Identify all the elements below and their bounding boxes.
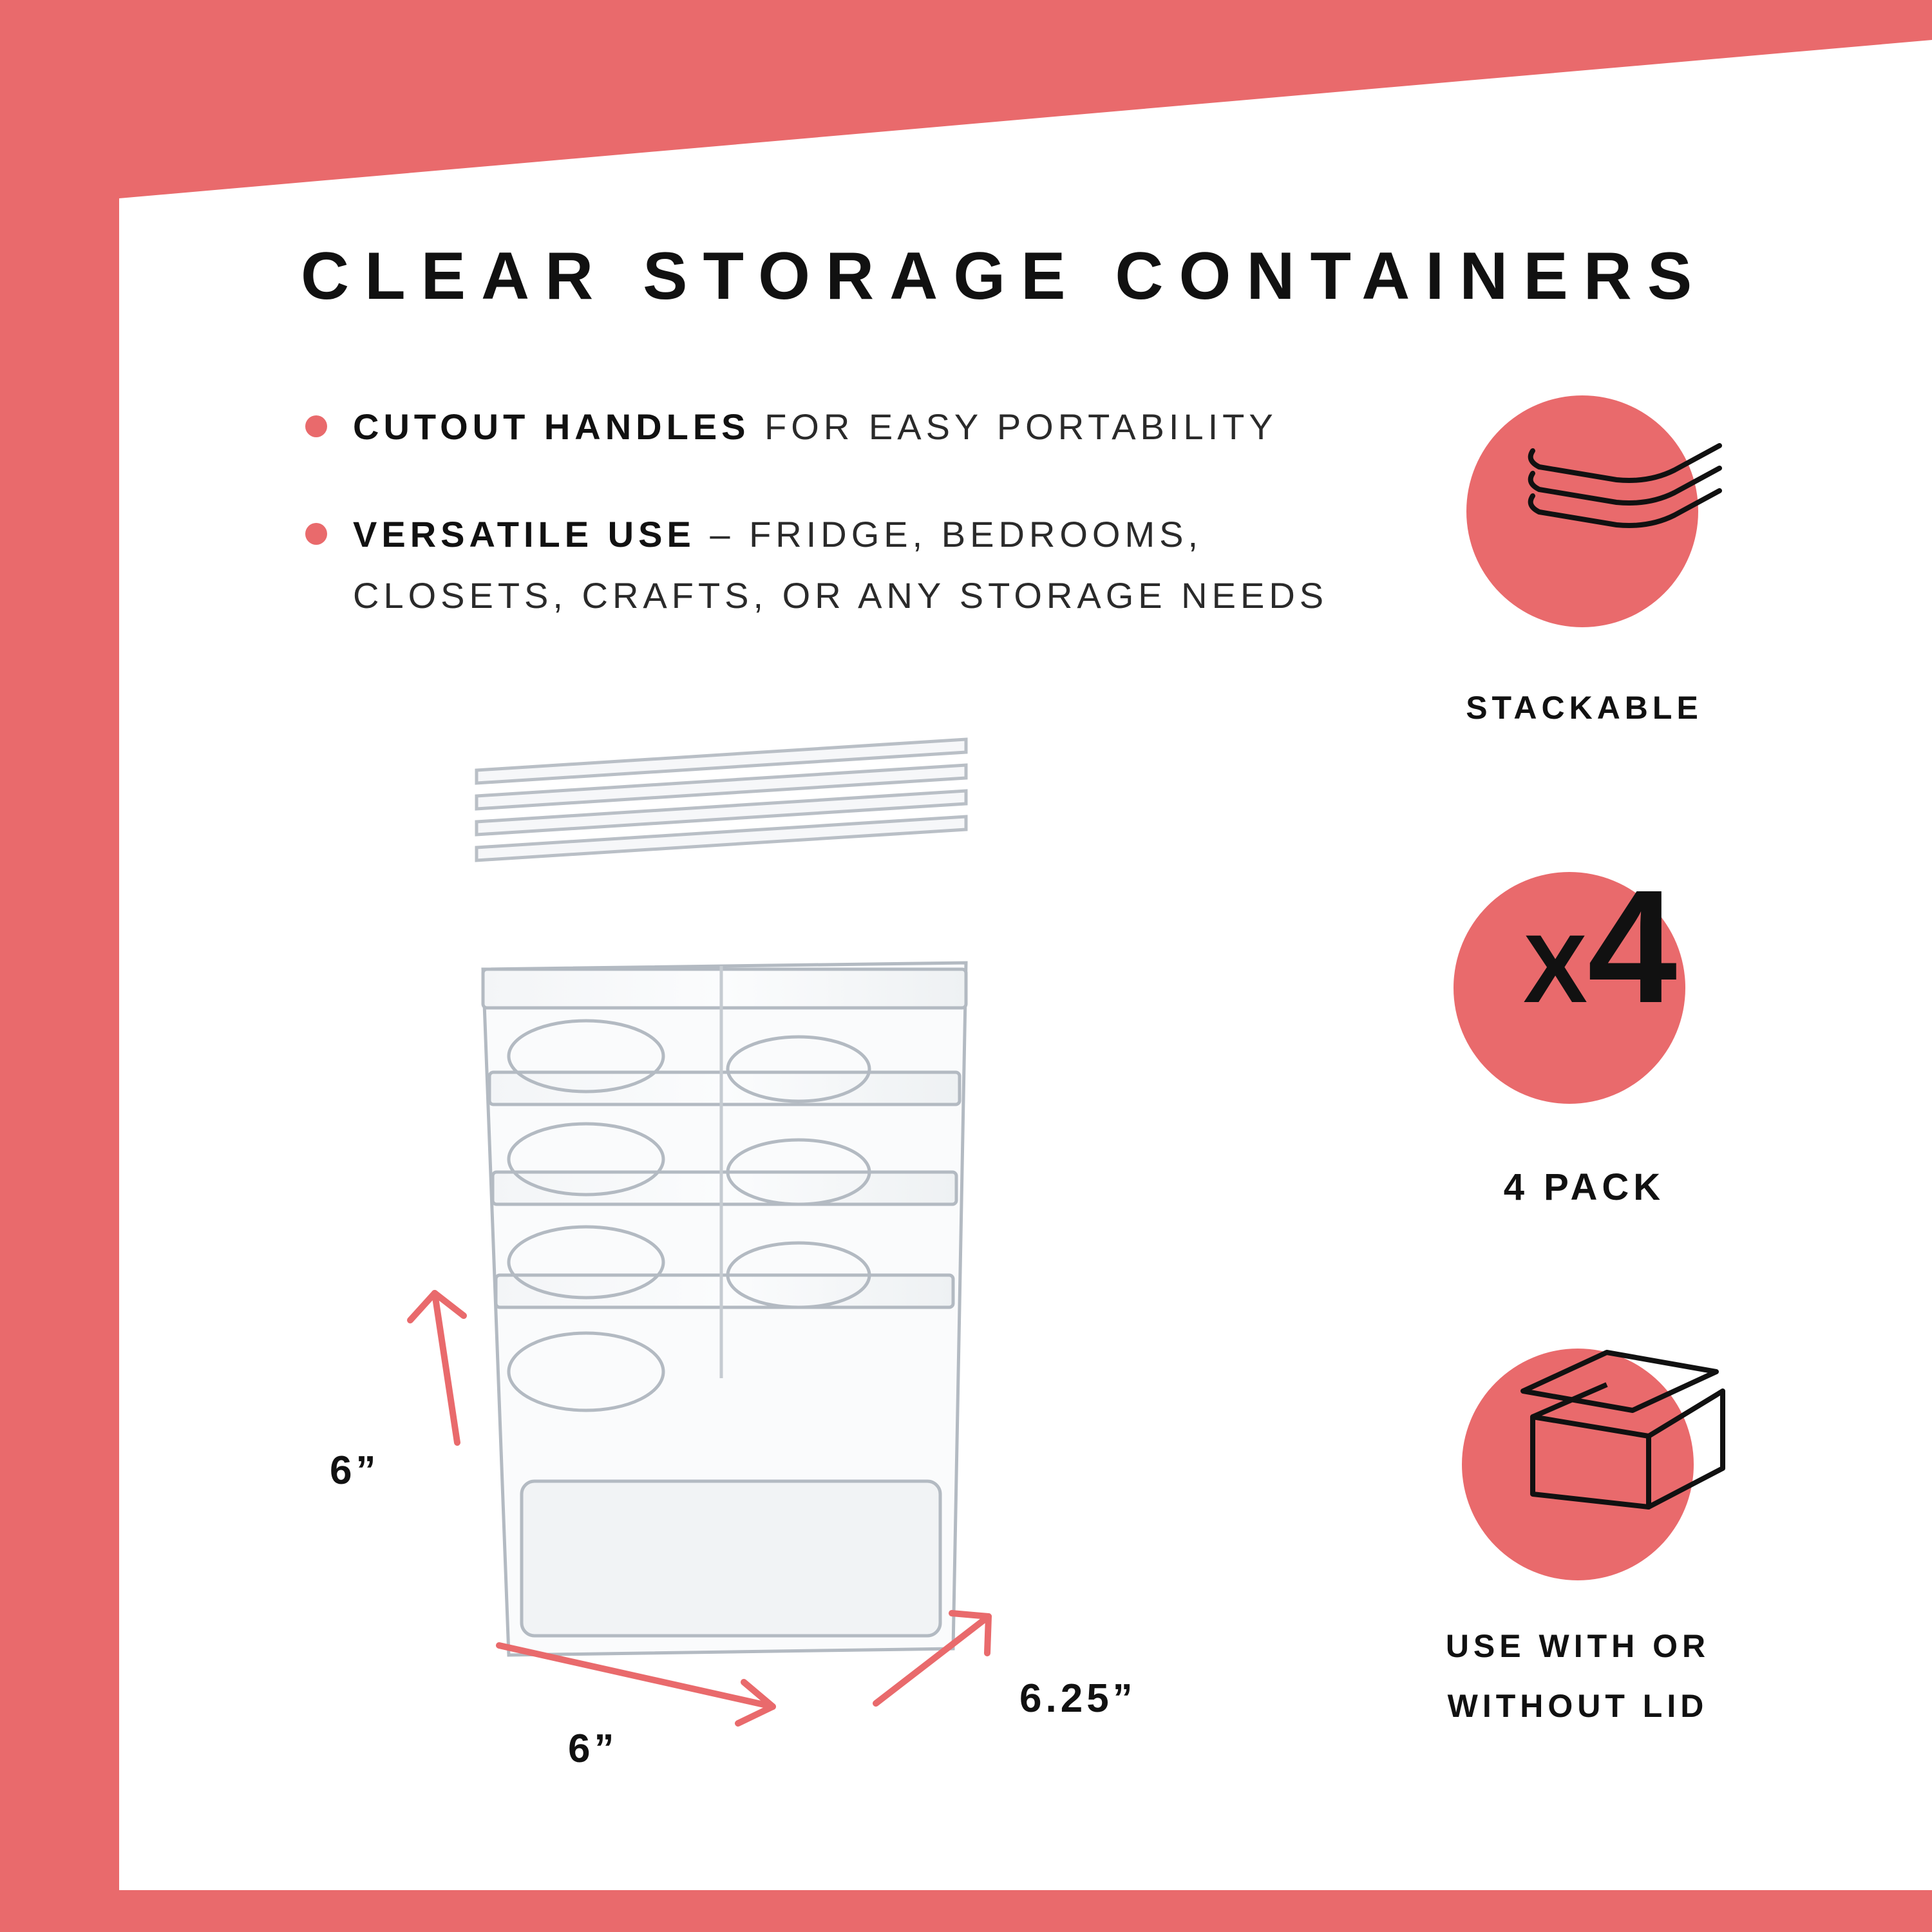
lid-circle [1462, 1349, 1694, 1580]
lid-label-line2: WITHOUT LID [1447, 1688, 1709, 1724]
lids-stack [475, 737, 968, 862]
stack-layers-icon [1528, 443, 1722, 528]
bullet-dot [305, 523, 327, 545]
bullet-bold: CUTOUT HANDLES [353, 406, 750, 447]
lid-label-line1: USE WITH OR [1445, 1628, 1710, 1664]
box-lid-icon [1520, 1350, 1725, 1510]
four-pack-circle [1454, 872, 1685, 1104]
four-pack-label: 4 PACK [1503, 1166, 1665, 1208]
width-dimension-label: 6” [568, 1727, 618, 1771]
bullet-text: – FRIDGE, BEDROOMS, [710, 514, 1203, 554]
bullet-text: FOR EASY PORTABILITY [764, 406, 1278, 447]
bins-stack [481, 961, 968, 1657]
bullet-dot [305, 415, 327, 437]
page-title: CLEAR STORAGE CONTAINERS [301, 239, 1708, 314]
bullet-text-line2: CLOSETS, CRAFTS, OR ANY STORAGE NEEDS [353, 575, 1329, 616]
x4-icon: X4 [1523, 866, 1677, 1027]
x4-prefix: X [1523, 914, 1588, 1023]
stackable-circle [1466, 395, 1698, 627]
bullet-bold: VERSATILE USE [353, 514, 696, 554]
bullet-versatile-use: VERSATILE USE – FRIDGE, BEDROOMS, [353, 513, 1202, 555]
depth-dimension-label: 6.25” [1019, 1676, 1137, 1721]
product-illustration [475, 737, 968, 1657]
bullet-cutout-handles: CUTOUT HANDLES FOR EASY PORTABILITY [353, 406, 1278, 448]
x4-number: 4 [1587, 857, 1678, 1036]
height-dimension-label: 6” [330, 1448, 380, 1493]
stackable-label: STACKABLE [1466, 690, 1703, 726]
